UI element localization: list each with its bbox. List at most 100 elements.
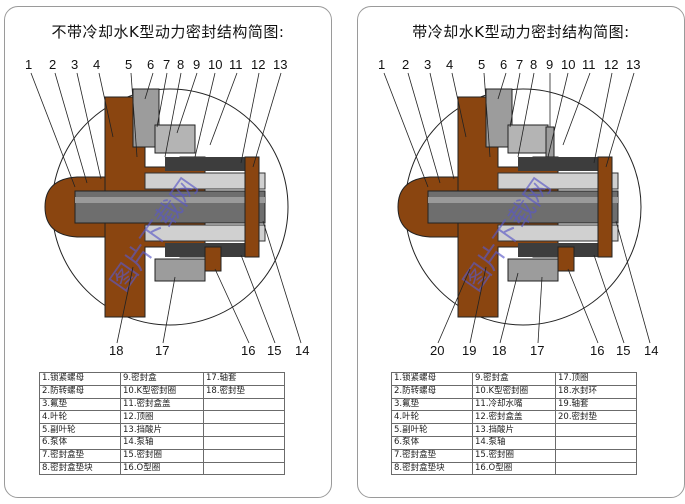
left-parts-cell: 8.密封盒垫块	[39, 461, 121, 476]
left-callout-1: 1	[25, 57, 32, 72]
left-shaft-highlight	[75, 197, 265, 203]
right-callout-18: 18	[492, 343, 506, 358]
right-callout-16: 16	[590, 343, 604, 358]
right-callout-19: 19	[462, 343, 476, 358]
left-parts-cell	[203, 397, 285, 412]
left-parts-cell: 5.副叶轮	[39, 423, 121, 437]
left-parts-cell	[203, 410, 285, 425]
right-parts-cell: 17.顶圈	[555, 372, 637, 386]
left-callout-16: 16	[241, 343, 255, 358]
left-seal-diagram: 图片下载网 1 2 3 4 5 6 7 8 9 10 11 12 13	[25, 57, 309, 358]
right-parts-cell	[555, 423, 637, 437]
right-parts-cell: 19.轴套	[555, 397, 637, 412]
right-parts-cell: 10.K型密封圈	[472, 384, 556, 399]
right-parts-cell: 3.氟垫	[391, 397, 473, 412]
right-callout-12: 12	[604, 57, 618, 72]
right-callout-2: 2	[402, 57, 409, 72]
right-callout-3: 3	[424, 57, 431, 72]
left-acid-shield	[244, 156, 260, 258]
right-acid-shield	[597, 156, 613, 258]
right-k-seal-upper	[518, 157, 608, 171]
right-shaft	[427, 190, 619, 224]
right-callout-5: 5	[478, 57, 485, 72]
right-parts-cell: 1.锁紧螺母	[391, 372, 473, 386]
left-callout-18: 18	[109, 343, 123, 358]
left-callout-12: 12	[251, 57, 265, 72]
left-leaders-bottom	[116, 220, 302, 344]
right-leaders-bottom	[437, 220, 651, 344]
left-callout-15: 15	[267, 343, 281, 358]
right-seal-cover-upper	[507, 124, 549, 154]
right-parts-cell: 16.O型圈	[472, 461, 556, 476]
left-panel-title: 不带冷却水K型动力密封结构简图:	[51, 23, 285, 41]
right-parts-cell	[555, 448, 637, 463]
left-callout-13: 13	[273, 57, 287, 72]
left-shaft	[74, 190, 266, 224]
left-panel: 不带冷却水K型动力密封结构简图: 图片下载网 1 2 3 4 5	[4, 6, 332, 498]
left-parts-cell: 18.密封垫	[203, 384, 285, 399]
left-parts-cell: 17.轴套	[203, 372, 285, 386]
right-parts-cell: 11.冷却水嘴	[472, 397, 556, 412]
right-seal-diagram: 图片下载网 1 2 3 4 5 6 7 8 9 10 11 12 13 20	[378, 57, 658, 358]
right-seal-cover-lower	[507, 258, 559, 282]
left-callout-9: 9	[193, 57, 200, 72]
right-parts-cell: 15.密封圈	[472, 448, 556, 463]
left-parts-cell	[203, 448, 285, 463]
left-parts-cell: 15.密封圈	[120, 448, 204, 463]
left-callout-10: 10	[208, 57, 222, 72]
left-parts-cell	[203, 461, 285, 476]
right-callout-13: 13	[626, 57, 640, 72]
left-gland-lower	[204, 246, 222, 272]
right-callout-11: 11	[582, 57, 596, 72]
right-parts-cell: 5.副叶轮	[391, 423, 473, 437]
left-k-seal-upper	[165, 157, 255, 171]
right-packing-upper	[497, 172, 619, 190]
left-callout-3: 3	[71, 57, 78, 72]
left-parts-cell: 13.挡酸片	[120, 423, 204, 437]
left-callouts-top: 1 2 3 4 5 6 7 8 9 10 11 12 13	[25, 57, 287, 72]
right-callout-15: 15	[616, 343, 630, 358]
left-parts-cell	[203, 423, 285, 437]
left-seal-cover-upper	[154, 124, 196, 154]
left-parts-cell: 3.氟垫	[39, 397, 121, 412]
right-packing-lower	[497, 224, 619, 242]
right-parts-cell: 2.防转螺母	[391, 384, 473, 399]
right-cooling-nozzle	[545, 126, 555, 158]
right-shaft-highlight	[428, 197, 618, 203]
right-callout-14: 14	[644, 343, 658, 358]
left-callout-8: 8	[177, 57, 184, 72]
right-panel: 带冷却水K型动力密封结构简图: 图片下载网 1 2 3 4 5 6 7 8 9 …	[357, 6, 685, 498]
right-parts-cell: 18.水封环	[555, 384, 637, 399]
left-callout-5: 5	[125, 57, 132, 72]
right-parts-cell: 7.密封盒垫	[391, 448, 473, 463]
right-callout-4: 4	[446, 57, 453, 72]
left-parts-cell: 10.K型密封圈	[120, 384, 204, 399]
left-seal-cover-lower	[154, 258, 206, 282]
left-parts-cell: 11.密封盒盖	[120, 397, 204, 412]
right-parts-cell: 13.挡酸片	[472, 423, 556, 437]
right-parts-cell: 14.泵轴	[472, 435, 556, 450]
left-parts-cell: 2.防转螺母	[39, 384, 121, 399]
right-callout-17: 17	[530, 343, 544, 358]
right-callout-8: 8	[530, 57, 537, 72]
right-callout-6: 6	[500, 57, 507, 72]
right-parts-cell: 20.密封垫	[555, 410, 637, 425]
right-parts-cell: 4.叶轮	[391, 410, 473, 425]
left-callout-11: 11	[229, 57, 243, 72]
left-parts-cell: 1.锁紧螺母	[39, 372, 121, 386]
right-parts-cell	[555, 435, 637, 450]
right-parts-cell: 12.密封盒盖	[472, 410, 556, 425]
left-packing-lower	[144, 224, 266, 242]
